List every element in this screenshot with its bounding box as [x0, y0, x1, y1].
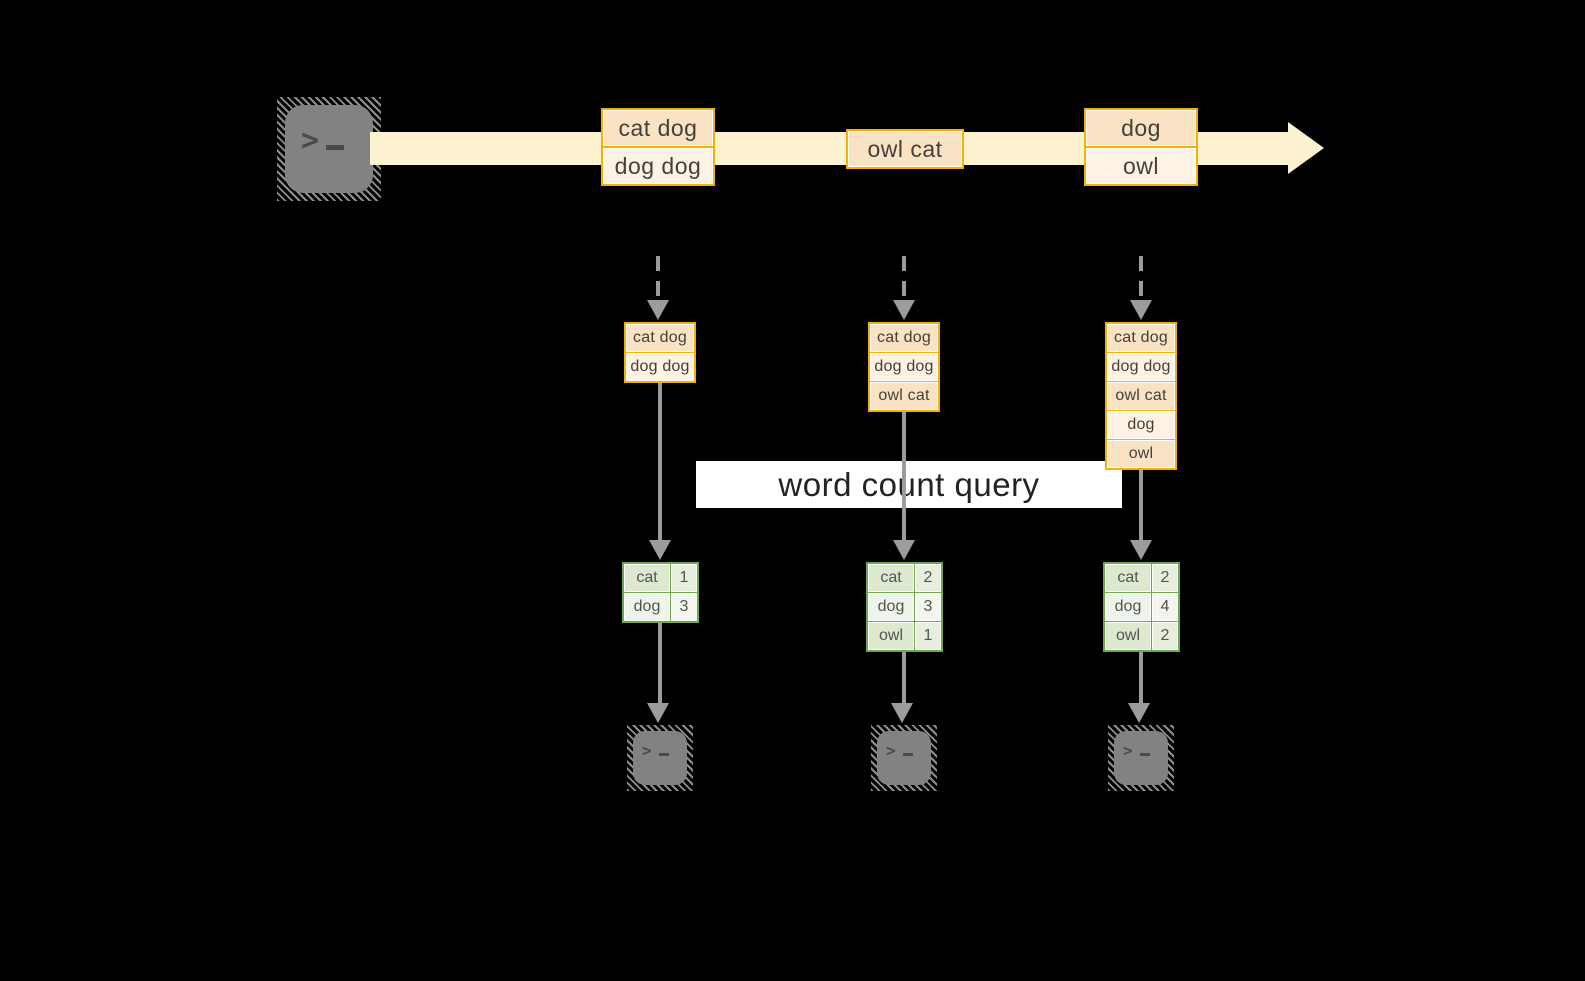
count-value: 3	[672, 594, 696, 620]
count-word: dog	[625, 594, 669, 620]
arrowhead-icon	[647, 703, 669, 723]
connector-line	[1139, 652, 1143, 704]
count-value: 2	[1153, 565, 1177, 591]
connector-line	[1139, 470, 1143, 542]
event-record: owl	[1087, 149, 1195, 183]
terminal-prompt-icon: >	[886, 741, 913, 760]
arrowhead-icon	[891, 703, 913, 723]
event-record: dog dog	[604, 149, 712, 183]
stream-event-1: cat dog dog dog	[601, 108, 715, 186]
arrowhead-icon	[1130, 300, 1152, 320]
buffer-stack-2: cat dog dog dog owl cat	[868, 322, 940, 412]
terminal-prompt-icon: >	[1123, 741, 1150, 760]
buffer-record: owl	[1108, 441, 1174, 467]
count-value: 4	[1153, 594, 1177, 620]
buffer-record: cat dog	[1108, 325, 1174, 351]
terminal-icon: >	[627, 725, 693, 791]
stream-event-3: dog owl	[1084, 108, 1198, 186]
dashed-arrow	[1139, 256, 1143, 302]
buffer-record: dog dog	[627, 354, 693, 380]
count-word: dog	[1106, 594, 1150, 620]
arrowhead-icon	[1128, 703, 1150, 723]
count-value: 3	[916, 594, 940, 620]
connector-line	[658, 623, 662, 704]
count-value: 2	[1153, 623, 1177, 649]
count-word: cat	[1106, 565, 1150, 591]
event-record: owl cat	[849, 132, 961, 166]
terminal-prompt-icon: >	[642, 741, 669, 760]
buffer-record: dog dog	[871, 354, 937, 380]
count-word: cat	[625, 565, 669, 591]
count-table-1: cat 1 dog 3	[622, 562, 699, 623]
buffer-record: owl cat	[871, 383, 937, 409]
count-word: owl	[869, 623, 913, 649]
dashed-arrow	[656, 256, 660, 302]
buffer-stack-1: cat dog dog dog	[624, 322, 696, 383]
connector-line	[658, 383, 662, 542]
query-label: word count query	[778, 465, 1040, 503]
count-value: 2	[916, 565, 940, 591]
stream-arrowhead-icon	[1288, 122, 1324, 174]
buffer-record: cat dog	[627, 325, 693, 351]
query-label-box: word count query	[696, 461, 1122, 508]
count-value: 1	[672, 565, 696, 591]
arrowhead-icon	[1130, 540, 1152, 560]
terminal-icon: >	[871, 725, 937, 791]
count-value: 1	[916, 623, 940, 649]
buffer-record: owl cat	[1108, 383, 1174, 409]
count-word: cat	[869, 565, 913, 591]
arrowhead-icon	[893, 300, 915, 320]
buffer-record: dog dog	[1108, 354, 1174, 380]
count-word: owl	[1106, 623, 1150, 649]
arrowhead-icon	[893, 540, 915, 560]
count-table-3: cat 2 dog 4 owl 2	[1103, 562, 1180, 652]
buffer-record: cat dog	[871, 325, 937, 351]
arrowhead-icon	[647, 300, 669, 320]
dashed-arrow	[902, 256, 906, 302]
connector-line	[902, 412, 906, 542]
terminal-icon: >	[1108, 725, 1174, 791]
count-table-2: cat 2 dog 3 owl 1	[866, 562, 943, 652]
event-record: cat dog	[604, 111, 712, 145]
buffer-stack-3: cat dog dog dog owl cat dog owl	[1105, 322, 1177, 470]
connector-line	[902, 652, 906, 704]
event-record: dog	[1087, 111, 1195, 145]
stream-event-2: owl cat	[846, 129, 964, 169]
count-word: dog	[869, 594, 913, 620]
terminal-prompt-icon: >	[301, 123, 345, 158]
arrowhead-icon	[649, 540, 671, 560]
buffer-record: dog	[1108, 412, 1174, 438]
terminal-icon: >	[277, 97, 381, 201]
